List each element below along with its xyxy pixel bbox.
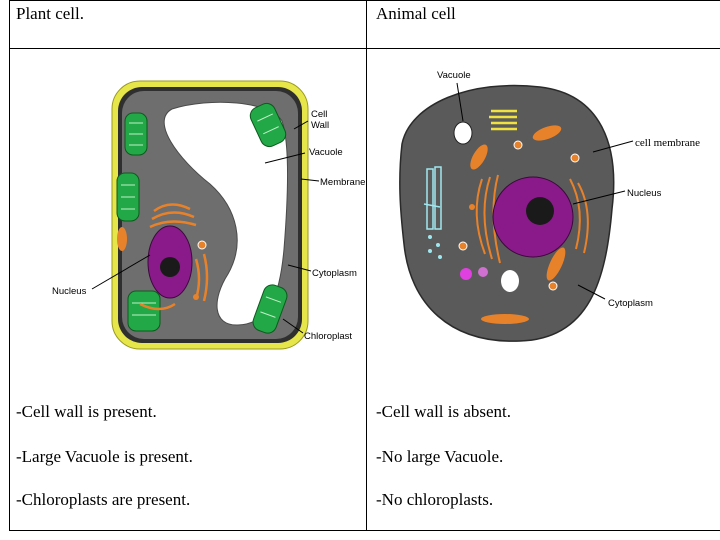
cell-diagrams: Cell Wall Vacuole Membrane Cytoplasm Chl… (0, 49, 720, 389)
label-chloroplast: Chloroplast (304, 331, 352, 342)
chloroplast (117, 173, 139, 221)
chloroplast (128, 291, 160, 331)
animal-organelle (469, 204, 475, 210)
label-cell-membrane: cell membrane (635, 137, 700, 149)
plant-cell-diagram: Cell Wall Vacuole Membrane Cytoplasm Chl… (52, 81, 365, 349)
label-animal-vacuole: Vacuole (437, 70, 471, 81)
animal-point-vacuole: -No large Vacuole. (376, 447, 503, 467)
animal-point-chloroplasts: -No chloroplasts. (376, 490, 493, 510)
plant-organelle (193, 294, 199, 300)
animal-point-cell-wall: -Cell wall is absent. (376, 402, 511, 422)
label-membrane: Membrane (320, 177, 365, 188)
animal-organelle (549, 282, 557, 290)
chloroplast (125, 113, 147, 155)
animal-organelle (514, 141, 522, 149)
label-animal-cytoplasm: Cytoplasm (608, 298, 653, 309)
label-cell-wall-2: Wall (311, 120, 329, 131)
plant-point-cell-wall: -Cell wall is present. (16, 402, 157, 422)
plant-nucleolus (160, 257, 180, 277)
animal-cell-diagram: Vacuole cell membrane Nucleus Cytoplasm (400, 70, 700, 341)
animal-nucleolus (526, 197, 554, 225)
animal-organelle (459, 242, 467, 250)
plant-organelle (198, 241, 206, 249)
plant-point-vacuole: -Large Vacuole is present. (16, 447, 193, 467)
animal-lysosome (478, 267, 488, 277)
animal-organelle (571, 154, 579, 162)
plant-cell-header: Plant cell. (16, 4, 84, 24)
animal-small-vacuole (501, 270, 519, 292)
plant-point-chloroplasts: -Chloroplasts are present. (16, 490, 190, 510)
label-plant-vacuole: Vacuole (309, 147, 343, 158)
animal-mitochondria (481, 314, 529, 324)
label-cell-wall: Cell (311, 109, 327, 120)
animal-vacuole (454, 122, 472, 144)
label-plant-cytoplasm: Cytoplasm (312, 268, 357, 279)
animal-cell-header: Animal cell (376, 4, 456, 24)
plant-organelle (117, 227, 127, 251)
label-plant-nucleus: Nucleus (52, 286, 87, 297)
animal-lysosome (460, 268, 472, 280)
label-animal-nucleus: Nucleus (627, 188, 662, 199)
